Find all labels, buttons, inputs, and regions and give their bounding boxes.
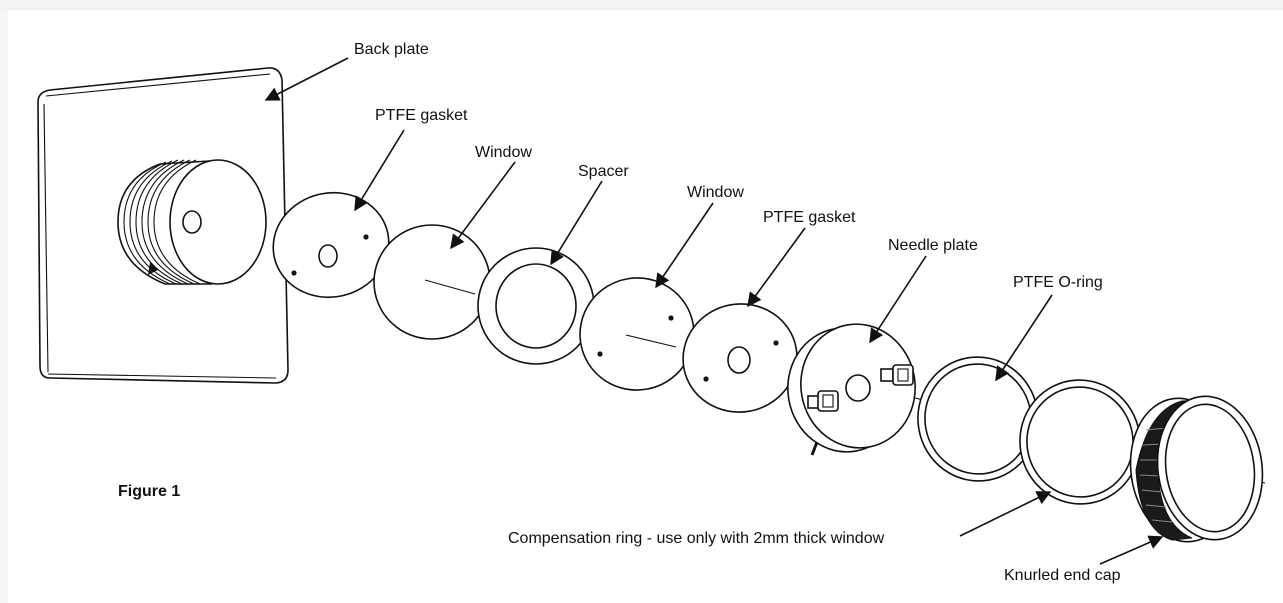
ptfe-gasket-2-leader [747,227,806,308]
left-edge-shading [0,10,8,603]
figure-caption: Figure 1 [118,483,180,500]
back-plate-part [37,67,289,384]
compensation-ring-label: Compensation ring - use only with 2mm th… [508,530,885,547]
needle-fitting-lower [807,390,839,412]
ptfe-o-ring-leader [995,294,1053,382]
window-2-leader [655,202,714,289]
top-edge-shading [0,0,1283,10]
part-labels: Back plate PTFE gasket Window Spacer Win… [118,41,1121,584]
spacer-label: Spacer [578,163,629,180]
needle-plate-part [787,323,916,456]
ptfe-gasket-1-part [272,191,390,299]
spacer-leader [550,180,603,266]
back-plate-label: Back plate [354,41,429,58]
back-plate-leader [264,57,349,101]
ptfe-gasket-1-label: PTFE gasket [375,107,468,124]
knurled-end-cap-leader [1099,535,1164,565]
spacer-part [477,247,595,365]
ptfe-gasket-2-label: PTFE gasket [763,209,856,226]
window-2-label: Window [687,184,744,201]
window-1-part [373,224,491,340]
window-2-part [579,277,695,391]
window-1-leader [450,161,516,250]
needle-fitting-upper [880,364,914,386]
knurled-end-cap-label: Knurled end cap [1004,567,1121,584]
ptfe-gasket-1-leader [354,129,405,212]
compensation-ring-leader [959,491,1052,537]
leader-arrows [264,57,1164,565]
needle-plate-label: Needle plate [888,237,978,254]
needle-plate-leader [869,255,927,344]
window-1-label: Window [475,144,532,161]
knurled-end-cap-part [1129,395,1264,543]
ptfe-o-ring-label: PTFE O-ring [1013,274,1103,291]
ptfe-gasket-2-part [682,303,798,413]
